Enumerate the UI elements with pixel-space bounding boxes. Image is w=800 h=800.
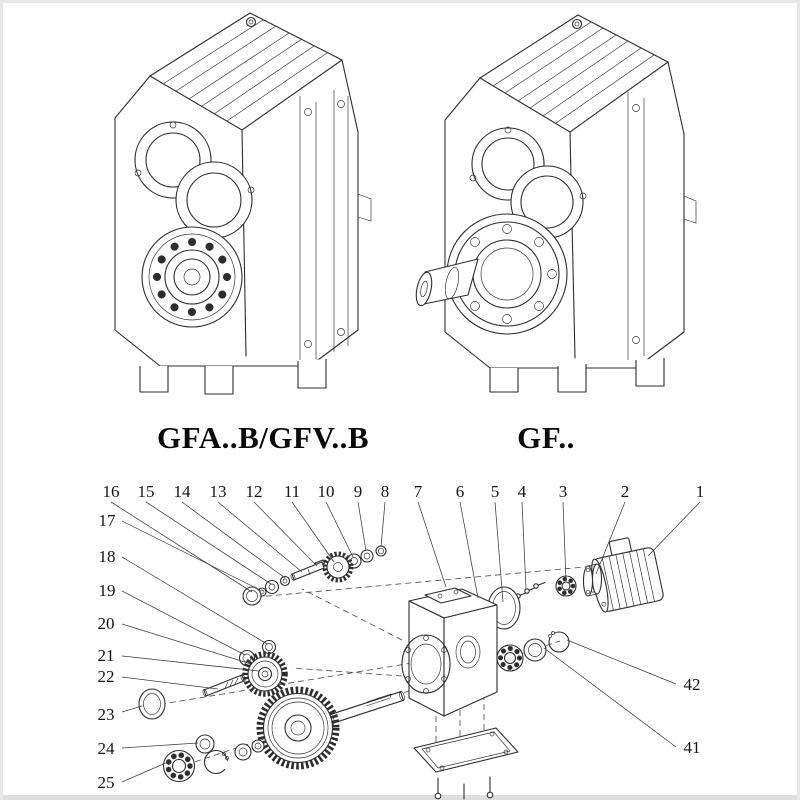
callout-3: 3 bbox=[559, 482, 568, 501]
callout-17: 17 bbox=[99, 511, 117, 530]
callout-19: 19 bbox=[99, 581, 116, 600]
cover-plate-part bbox=[413, 727, 519, 800]
callout-25: 25 bbox=[98, 773, 115, 792]
callout-42: 42 bbox=[684, 675, 701, 694]
callout-18: 18 bbox=[99, 547, 116, 566]
callout-2: 2 bbox=[621, 482, 630, 501]
bore-circles bbox=[134, 121, 255, 239]
model-label-right: GF.. bbox=[517, 420, 575, 455]
callout-16: 16 bbox=[103, 482, 120, 501]
page-edge-right bbox=[797, 0, 800, 800]
page-edge-top bbox=[0, 0, 800, 3]
callout-1: 1 bbox=[696, 482, 705, 501]
callout-20: 20 bbox=[98, 614, 115, 633]
intermediate-gear-parts bbox=[138, 639, 288, 754]
callout-10: 10 bbox=[318, 482, 335, 501]
callout-5: 5 bbox=[491, 482, 500, 501]
callout-13: 13 bbox=[210, 482, 227, 501]
callout-41: 41 bbox=[684, 738, 701, 757]
output-flange-detail bbox=[446, 213, 568, 335]
side-rib-bands bbox=[627, 92, 697, 360]
callout-6: 6 bbox=[456, 482, 465, 501]
construction-lines bbox=[149, 560, 651, 769]
callout-23: 23 bbox=[98, 705, 115, 724]
callout-7: 7 bbox=[414, 482, 423, 501]
side-rib-bands bbox=[299, 90, 372, 362]
gearbox-gf-illustration bbox=[415, 14, 697, 393]
model-label-left: GFA..B/GFV..B bbox=[157, 420, 369, 455]
roof-edges bbox=[479, 61, 669, 359]
page-edge-left bbox=[0, 0, 3, 800]
output-shaft-parts bbox=[162, 631, 570, 783]
mounting-feet bbox=[139, 359, 327, 395]
housing-part bbox=[401, 587, 498, 717]
roof-edges bbox=[149, 59, 343, 357]
callout-15: 15 bbox=[138, 482, 155, 501]
mounting-feet bbox=[489, 358, 665, 393]
input-shaft-parts bbox=[242, 545, 387, 606]
callout-11: 11 bbox=[284, 482, 300, 501]
callout-12: 12 bbox=[246, 482, 263, 501]
gearbox-gfab-gfvb-illustration bbox=[114, 12, 372, 395]
fastening-screws-part bbox=[515, 581, 546, 599]
exploded-assembly-diagram: 16 15 14 13 12 11 10 9 8 7 6 5 4 3 2 1 1… bbox=[98, 482, 705, 800]
callout-22: 22 bbox=[98, 667, 115, 686]
callout-numbers: 16 15 14 13 12 11 10 9 8 7 6 5 4 3 2 1 1… bbox=[98, 482, 705, 792]
callout-9: 9 bbox=[354, 482, 363, 501]
cooling-fins bbox=[492, 21, 655, 124]
callout-21: 21 bbox=[98, 646, 115, 665]
output-bearing-detail bbox=[141, 226, 243, 328]
motor-adapter-flange-part bbox=[582, 563, 603, 597]
callout-4: 4 bbox=[518, 482, 527, 501]
page-edge-bottom bbox=[0, 795, 800, 800]
callout-24: 24 bbox=[98, 739, 116, 758]
leader-lines bbox=[110, 501, 701, 783]
lifting-eye bbox=[571, 18, 583, 30]
output-shaft bbox=[415, 258, 479, 307]
callout-8: 8 bbox=[381, 482, 390, 501]
lifting-eye bbox=[245, 16, 257, 28]
cooling-fins bbox=[162, 19, 328, 122]
callout-14: 14 bbox=[174, 482, 192, 501]
